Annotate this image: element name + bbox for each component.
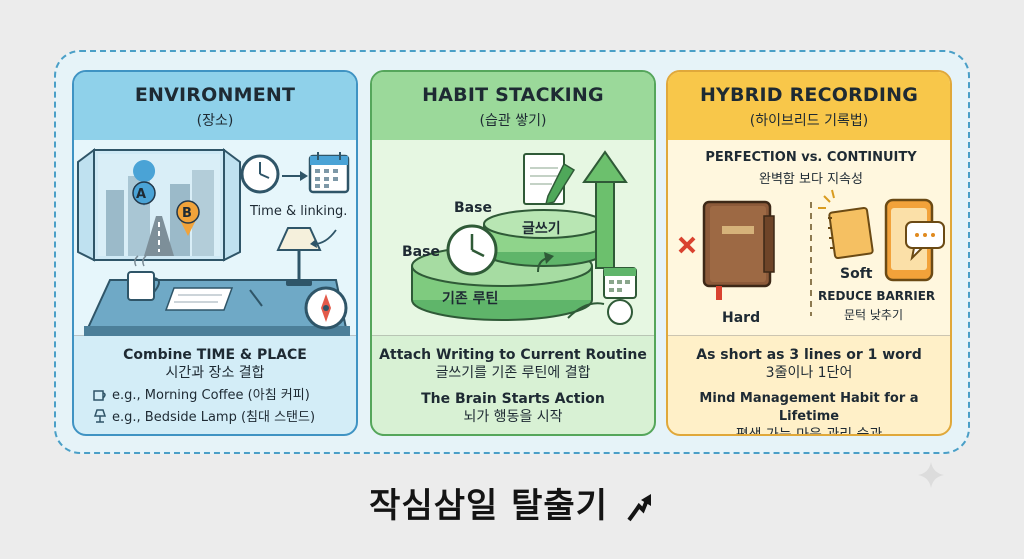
marker-a-label: A (136, 187, 147, 202)
perfection-continuity-ko: 완벽함 보다 지속성 (759, 172, 863, 187)
sparkle-icon (818, 189, 835, 209)
hybrid-line3: Mind Management Habit for a Lifetime (699, 391, 919, 424)
environment-panel: ENVIRONMENT (장소) (72, 70, 358, 436)
habit-line4: 뇌가 행동을 시작 (463, 409, 563, 425)
lamp-icon (276, 227, 322, 286)
notebook-icon (828, 206, 874, 260)
hybrid-recording-illustration: PERFECTION vs. CONTINUITY 완벽함 보다 지속성 Har… (668, 140, 950, 336)
hybrid-line4: 평생 가는 마음 관리 습관 (735, 427, 883, 436)
clock-icon (240, 154, 280, 194)
example-coffee-text: e.g., Morning Coffee (아침 커피) (112, 388, 310, 403)
hybrid-line1: As short as 3 lines or 1 word (696, 347, 922, 363)
environment-line2: 시간과 장소 결합 (165, 365, 265, 381)
calendar-icon (308, 152, 350, 194)
hybrid-recording-subtitle: (하이브리드 기록법) (749, 113, 869, 129)
base-label-top: Base (454, 200, 492, 216)
time-linking-label: Time & linking. (250, 204, 348, 219)
arrow-icon (282, 171, 308, 181)
chat-bubble-icon (905, 221, 945, 262)
growth-arrow-icon (582, 150, 628, 269)
footer-title: 작심삼일 탈출기 (0, 478, 1024, 527)
example-lamp: e.g., Bedside Lamp (침대 스탠드) (92, 406, 315, 425)
soft-label: Soft (840, 266, 873, 282)
perfection-continuity: PERFECTION vs. CONTINUITY (705, 150, 917, 165)
coffee-icon (127, 255, 160, 301)
reduce-barrier-ko: 문턱 낮추기 (844, 308, 904, 322)
writing-block-label: 글쓰기 (522, 221, 561, 237)
habit-stacking-illustration: Base Base 글쓰기 기존 루틴 (372, 140, 654, 336)
calendar-icon (567, 267, 637, 325)
hard-label: Hard (722, 310, 761, 326)
window-icon (77, 148, 241, 262)
environment-subtitle: (장소) (196, 113, 234, 129)
hybrid-recording-panel: HYBRID RECORDING (하이브리드 기록법) (666, 70, 952, 436)
location-pin-icon (132, 160, 156, 206)
example-coffee: e.g., Morning Coffee (아침 커피) (92, 384, 310, 403)
reduce-barrier-label: REDUCE BARRIER (818, 289, 936, 303)
coffee-icon (93, 389, 106, 401)
marker-b-label: B (182, 206, 192, 221)
environment-title: ENVIRONMENT (134, 84, 296, 106)
habit-stacking-subtitle: (습관 쌓기) (479, 113, 547, 129)
hybrid-line2: 3줄이나 1단어 (765, 365, 853, 381)
location-pin-icon (176, 200, 200, 236)
habit-stacking-text: Attach Writing to Current Routine 글쓰기를 기… (372, 338, 654, 434)
compass-icon (304, 286, 348, 330)
hybrid-recording-header: HYBRID RECORDING (하이브리드 기록법) (668, 72, 950, 140)
lamp-icon (93, 408, 107, 423)
pencil-icon (523, 153, 576, 206)
cross-icon (678, 236, 696, 254)
routine-block-label: 기존 루틴 (442, 291, 499, 307)
sparkle-icon (918, 462, 944, 488)
base-label-bottom: Base (402, 244, 440, 260)
notebook-icon (702, 200, 775, 300)
environment-header: ENVIRONMENT (장소) (74, 72, 356, 140)
habit-stacking-title: HABIT STACKING (422, 84, 604, 106)
habit-line3: The Brain Starts Action (421, 391, 605, 407)
environment-illustration: A B Time & linking. (74, 140, 356, 336)
growth-arrow-icon (627, 493, 651, 521)
footer-title-text: 작심삼일 탈출기 (369, 486, 608, 526)
habit-line1: Attach Writing to Current Routine (379, 347, 647, 363)
example-lamp-text: e.g., Bedside Lamp (침대 스탠드) (112, 410, 316, 425)
clock-icon (446, 224, 498, 276)
habit-stacking-header: HABIT STACKING (습관 쌓기) (372, 72, 654, 140)
habit-line2: 글쓰기를 기존 루틴에 결합 (435, 365, 591, 381)
hybrid-recording-text: As short as 3 lines or 1 word 3줄이나 1단어 M… (668, 338, 950, 436)
environment-line1: Combine TIME & PLACE (123, 347, 307, 363)
habit-stacking-panel: HABIT STACKING (습관 쌓기) (370, 70, 656, 436)
environment-text: Combine TIME & PLACE 시간과 장소 결합 e.g., Mor… (74, 338, 356, 434)
hybrid-recording-title: HYBRID RECORDING (699, 84, 919, 106)
